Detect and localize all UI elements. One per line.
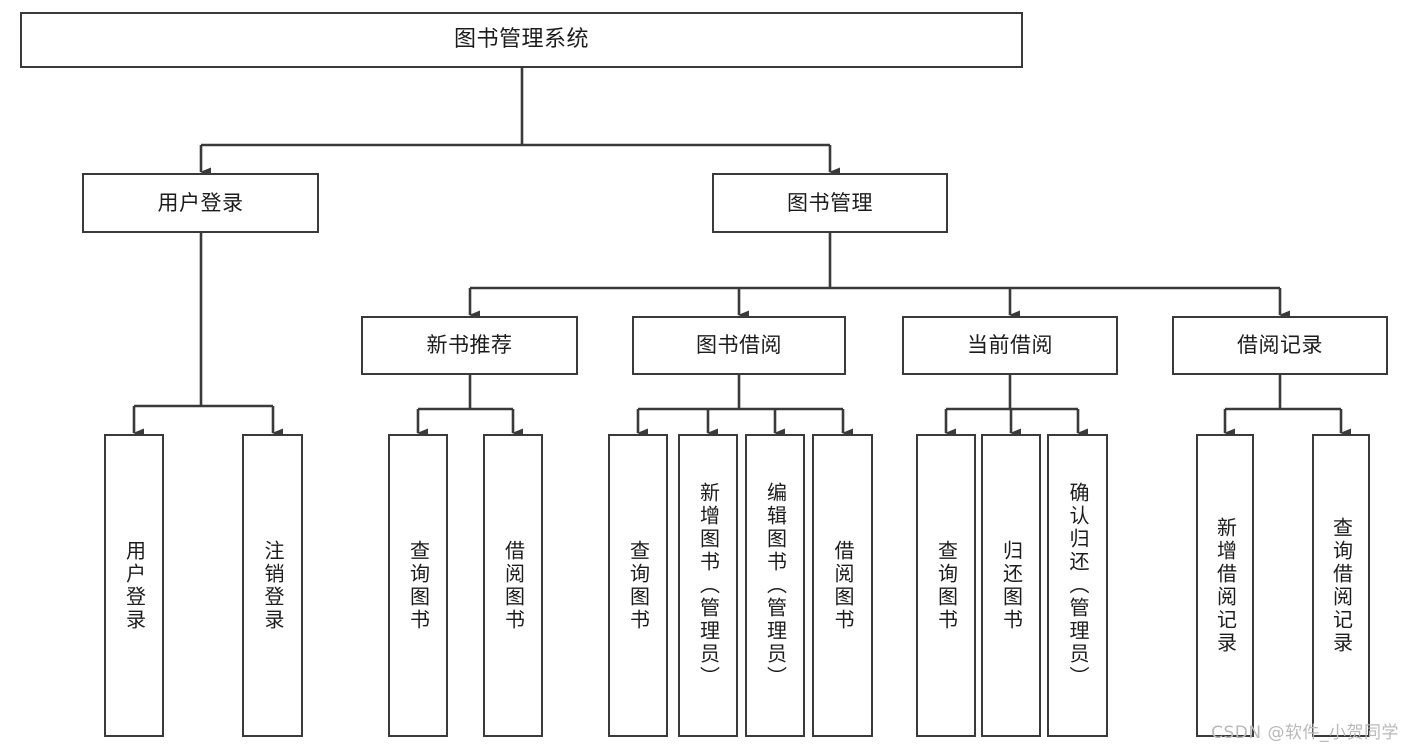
node-label-leaf_1: 注销登录	[261, 539, 285, 632]
node-label-leaf_9: 归还图书	[999, 539, 1024, 632]
node-leaf_11[interactable]: 新增借阅记录	[1196, 434, 1254, 737]
node-label-leaf_2: 查询图书	[406, 539, 431, 632]
node-label-l3_0: 新书推荐	[426, 333, 513, 358]
csdn-watermark: CSDN @软件_小贺同学	[1211, 723, 1399, 743]
node-l2_0[interactable]: 用户登录	[82, 173, 319, 233]
node-label-leaf_3: 借阅图书	[501, 539, 526, 632]
node-label-l3_1: 图书借阅	[696, 333, 782, 358]
node-label-l3_2: 当前借阅	[967, 333, 1053, 358]
node-leaf_0[interactable]: 用户登录	[104, 434, 164, 737]
node-label-leaf_7: 借阅图书	[831, 539, 855, 632]
node-leaf_1[interactable]: 注销登录	[242, 434, 303, 737]
node-leaf_4[interactable]: 查询图书	[608, 434, 668, 737]
node-label-leaf_0: 用户登录	[122, 539, 147, 632]
node-label-root: 图书管理系统	[453, 27, 589, 53]
node-l3_3[interactable]: 借阅记录	[1172, 316, 1388, 375]
node-label-leaf_8: 查询图书	[934, 539, 959, 632]
node-leaf_9[interactable]: 归还图书	[981, 434, 1041, 737]
node-l3_0[interactable]: 新书推荐	[361, 316, 578, 375]
node-l2_1[interactable]: 图书管理	[712, 173, 948, 233]
node-label-l2_0: 用户登录	[157, 190, 244, 215]
node-leaf_12[interactable]: 查询借阅记录	[1312, 434, 1370, 737]
node-label-leaf_10: 确认归还（管理员）	[1066, 482, 1090, 689]
node-l3_2[interactable]: 当前借阅	[902, 316, 1118, 375]
node-label-leaf_11: 新增借阅记录	[1213, 516, 1238, 655]
node-leaf_3[interactable]: 借阅图书	[483, 434, 543, 737]
node-label-l2_1: 图书管理	[787, 190, 873, 215]
node-leaf_5[interactable]: 新增图书（管理员）	[678, 434, 738, 737]
node-leaf_6[interactable]: 编辑图书（管理员）	[745, 434, 805, 737]
node-leaf_7[interactable]: 借阅图书	[812, 434, 873, 737]
edge-lines	[132, 68, 1351, 438]
node-label-leaf_4: 查询图书	[626, 539, 651, 632]
node-leaf_10[interactable]: 确认归还（管理员）	[1047, 434, 1108, 737]
node-root[interactable]: 图书管理系统	[20, 12, 1023, 68]
node-label-l3_3: 借阅记录	[1237, 333, 1323, 358]
node-label-leaf_6: 编辑图书（管理员）	[763, 482, 788, 689]
node-leaf_2[interactable]: 查询图书	[388, 434, 448, 737]
node-label-leaf_12: 查询借阅记录	[1329, 516, 1354, 655]
node-l3_1[interactable]: 图书借阅	[632, 316, 846, 375]
node-leaf_8[interactable]: 查询图书	[916, 434, 976, 737]
node-label-leaf_5: 新增图书（管理员）	[696, 482, 721, 689]
